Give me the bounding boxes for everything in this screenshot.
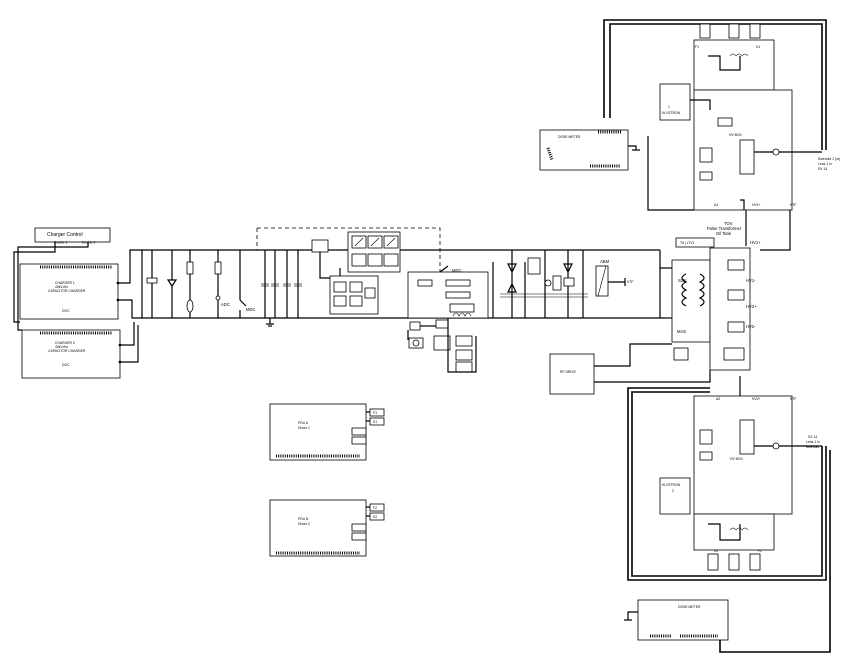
hv1p-label: HV1+	[750, 240, 761, 245]
a2-label: A2	[716, 397, 720, 401]
dose-meter-bottom: DOSE METER	[624, 450, 831, 653]
ps-a-tag1: F1	[373, 411, 377, 415]
charger-2: CHARGER 2 40kV•Hz CAPACITOR CHARGER DOC	[21, 329, 121, 379]
charger-2-line1: CHARGER 2	[55, 341, 75, 345]
charger-1-footer: DOC	[62, 309, 70, 313]
ps-a-tag2: K1	[373, 420, 377, 424]
power-supply-a: PDU A Driver 1 F1 K1	[269, 403, 385, 461]
charger-control-title: Charger Control	[47, 232, 83, 238]
charger-2-footer: DOC	[62, 363, 70, 367]
rf-drive-label: RF DRIVE	[560, 370, 577, 374]
dose-meter-bottom-label: DOSE METER	[678, 605, 701, 609]
ps-b-tag1: F2	[373, 506, 377, 510]
main-bus	[141, 249, 665, 319]
charger-1: CHARGER 1 40kV•Hz CAPACITOR CHARGER DOC	[19, 263, 119, 320]
hv-box-2: HV BOX	[730, 457, 744, 461]
a1-label: A1	[714, 203, 718, 207]
solenoid-2-line3: Solenoid	[806, 445, 819, 449]
charger-control-port-a: Enable 1	[54, 241, 67, 245]
ktf-bottom-label: KTF	[790, 397, 796, 401]
ktf-label: KTF	[627, 280, 633, 284]
tank-line2: Pulse Transformer	[707, 226, 742, 231]
adc-label: ADC	[221, 302, 230, 307]
pulse-transformer-tank: TOV Pulse Transformer Oil Tank T5 | LTV1…	[659, 221, 761, 371]
f2-label: F2	[758, 549, 762, 553]
solenoid-1-line1: Solenoid 1 (or)	[818, 157, 840, 161]
ps-b-line2: Driver 2	[298, 522, 310, 526]
input-filter-section: ADC MDC	[146, 250, 302, 327]
dose-meter-top: DOSE METER	[539, 129, 640, 171]
charger-2-line2: 40kV•Hz	[55, 345, 68, 349]
k2-label: K2	[714, 549, 718, 553]
dose-meter-top-label: DOSE METER	[558, 135, 581, 139]
power-supply-b: PDU B Driver 2 F2 K2	[269, 499, 385, 557]
f1-label: F1	[695, 45, 699, 49]
mdc-switch-label: MDC	[452, 268, 462, 273]
dumper-label: ABM	[600, 259, 610, 264]
ps-b-line1: PDU B	[298, 517, 309, 521]
hv2p-bottom-label: HV2+	[752, 397, 761, 401]
solenoid-2-line2: Lens 1 Ix	[806, 440, 820, 444]
klystron-1-assembly: F1 K1 1 KLYSTRON HV BOX A1 HV1+ KTF Sole…	[603, 19, 840, 251]
tank-pins: T5 | LTV1	[680, 241, 695, 245]
klystron-2-label: KLYSTRON	[662, 483, 681, 487]
tank-line3: Oil Tank	[716, 231, 732, 236]
hv-box-1: HV BOX	[729, 133, 743, 137]
hv1m-label: HV1-	[746, 278, 756, 283]
ktf-top-label: KTF	[790, 203, 796, 207]
solenoid-2-line1: SX 14	[808, 435, 817, 439]
mdc-network: MDC	[407, 265, 489, 373]
klystron-2-assembly: A2 HV2+ KTF HV BOX SX 14 Lens 1 Ix Solen…	[627, 376, 827, 581]
rf-drive: RF DRIVE	[549, 343, 711, 395]
hv2m-label: HV2-	[746, 324, 756, 329]
ps-a-line1: PDU A	[298, 421, 309, 425]
mas-label: MAS	[677, 329, 686, 334]
switch-module	[311, 231, 401, 315]
charger-1-line1: CHARGER 1	[55, 281, 75, 285]
solenoid-1-line3: SX 14	[818, 167, 827, 171]
k1-label: K1	[756, 45, 760, 49]
klystron-1-label: KLYSTRON	[662, 111, 681, 115]
klystron-1-num: 1	[668, 105, 670, 109]
mdc-label: MDC	[246, 307, 256, 312]
charger-1-line2: 40kV•Hz	[55, 285, 68, 289]
solenoid-1-line2: Lens 1 Ix	[818, 162, 832, 166]
ps-b-tag2: K2	[373, 515, 377, 519]
dumper-network: ABM KTF	[492, 250, 633, 318]
charger-control-block: Charger Control Enable 1 Enable 2	[13, 227, 111, 331]
hv2p-label: HV2+	[746, 304, 757, 309]
charger-2-line3: CAPACITOR CHARGER	[48, 349, 86, 353]
charger-control-port-b: Enable 2	[82, 241, 95, 245]
tank-line1: TOV	[724, 221, 733, 226]
s2b-label: S2B	[678, 278, 686, 283]
klystron-2-num: 2	[672, 489, 674, 493]
ps-a-line2: Driver 1	[298, 426, 310, 430]
charger-1-line3: CAPACITOR CHARGER	[48, 289, 86, 293]
hv1p-top-label: HV1+	[752, 203, 761, 207]
